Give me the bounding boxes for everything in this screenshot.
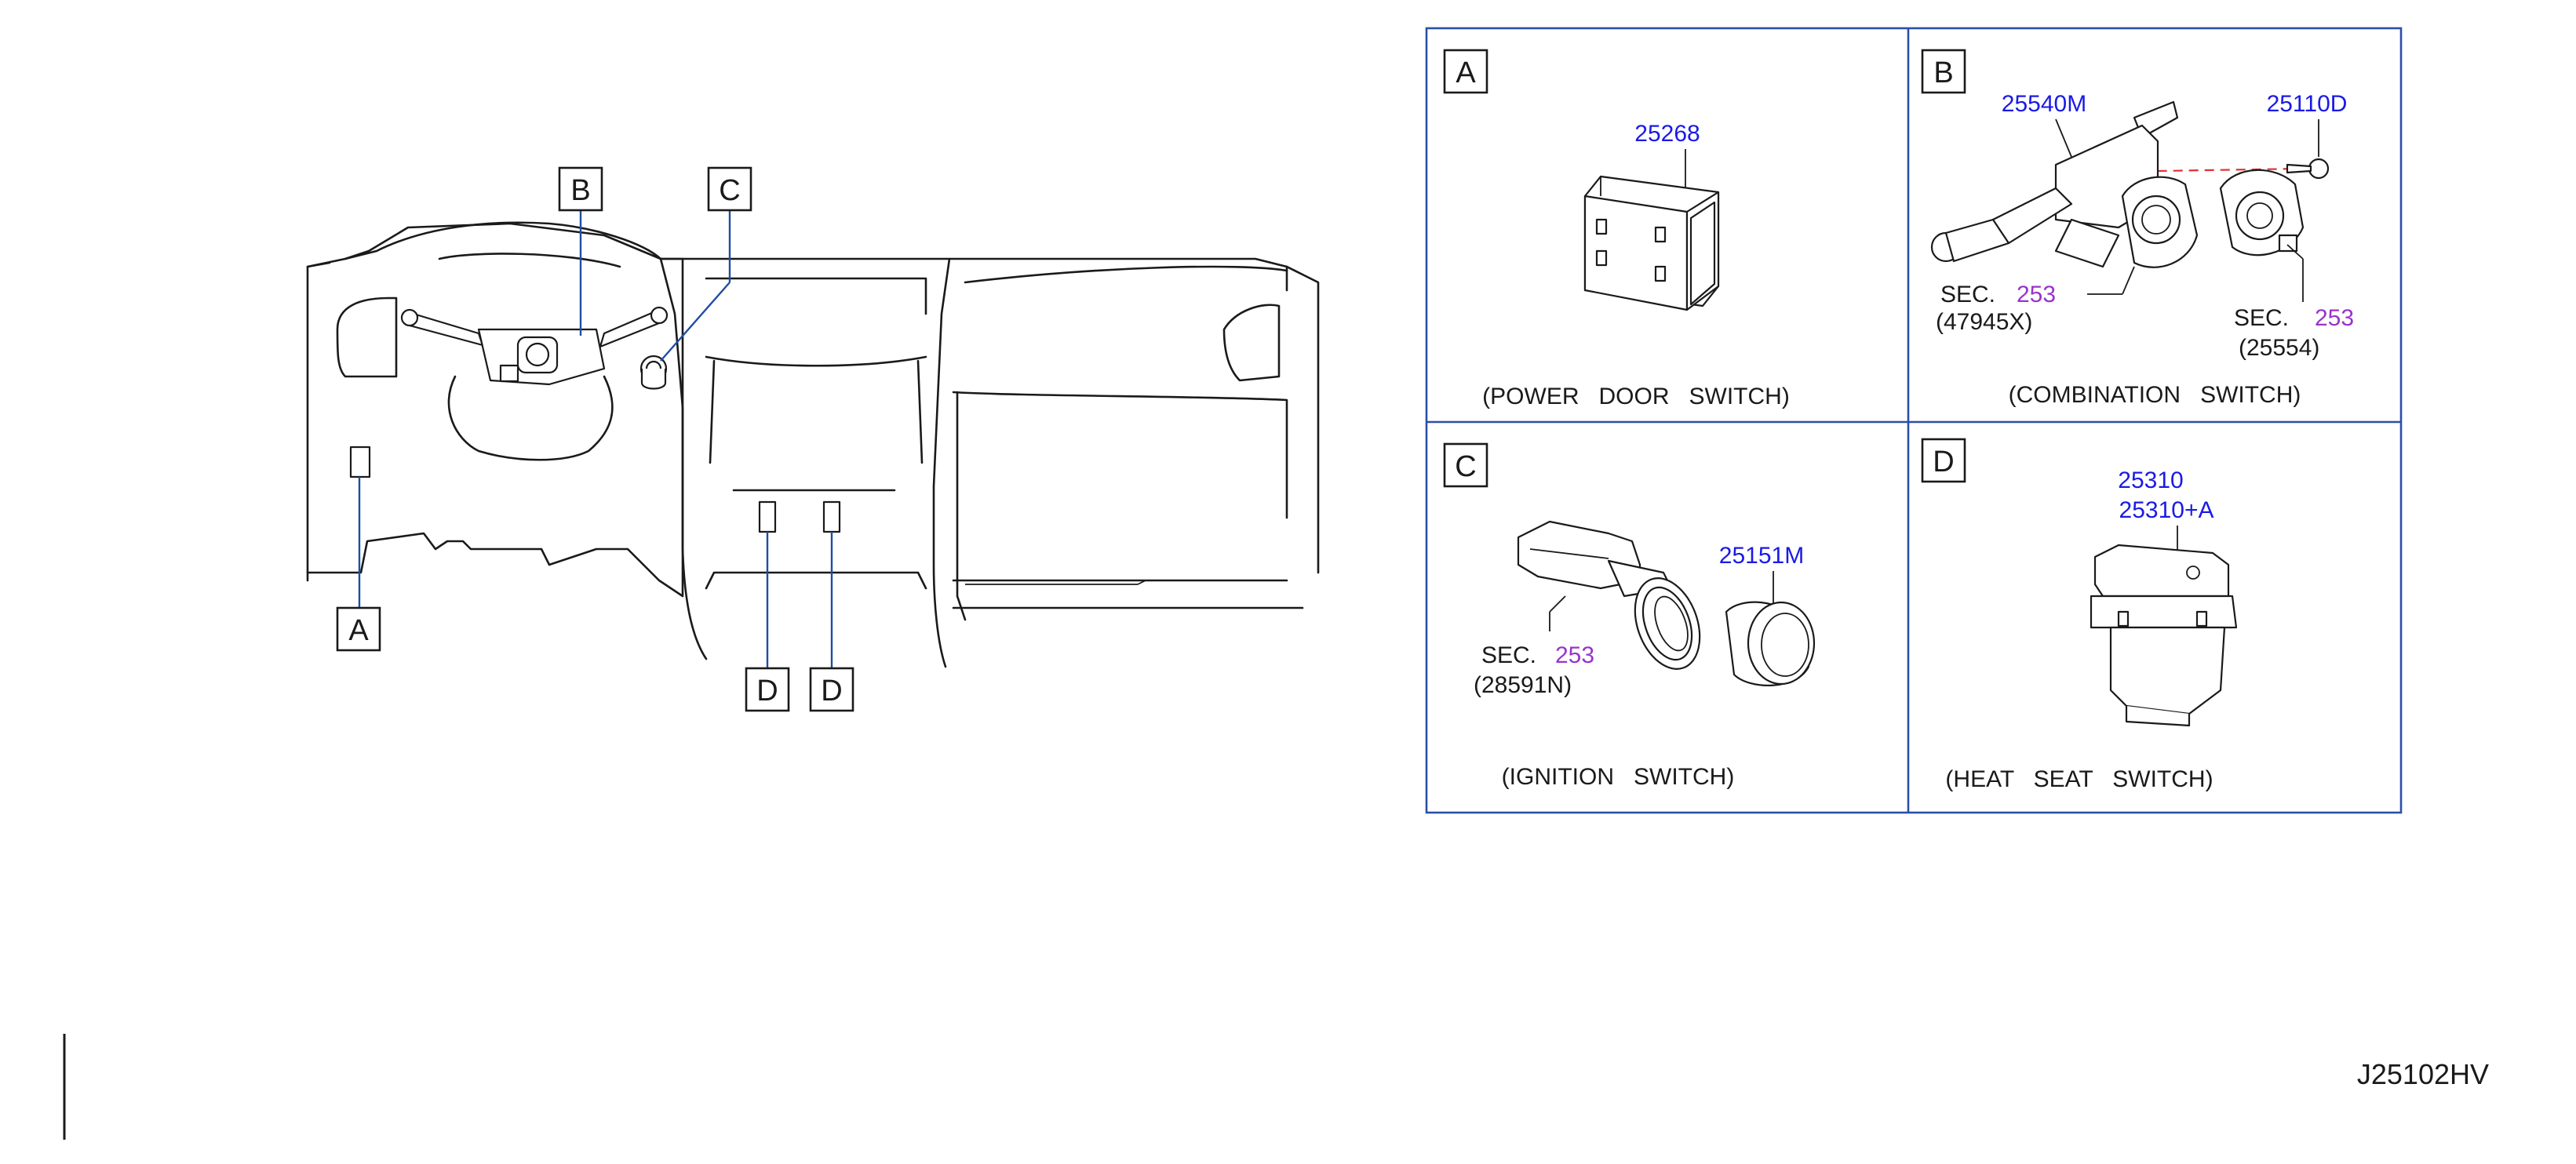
power-door-switch-overview bbox=[349, 446, 371, 478]
combination-switch-drawing bbox=[1930, 100, 2330, 268]
callout-d-right[interactable]: D bbox=[809, 667, 854, 712]
heat-seat-switches-overview bbox=[758, 500, 841, 533]
sec-left-number[interactable]: 253 bbox=[2017, 282, 2056, 307]
part-number-25151m[interactable]: 25151M bbox=[1719, 543, 1804, 569]
callout-b[interactable]: B bbox=[558, 166, 603, 212]
sec-right-ref: (25554) bbox=[2239, 335, 2319, 361]
detail-panel-grid bbox=[1425, 27, 2403, 814]
ignition-switch-drawing bbox=[1517, 520, 1816, 686]
svg-text:C: C bbox=[719, 174, 740, 207]
panel-a: A 25268 (POWER DOOR SWITCH) bbox=[1443, 49, 1790, 409]
callout-a[interactable]: A bbox=[336, 606, 381, 652]
part-number-25110d[interactable]: 25110D bbox=[2267, 91, 2348, 117]
part-number-25268[interactable]: 25268 bbox=[1634, 121, 1700, 147]
dashboard-overview: A B C D D bbox=[306, 166, 1320, 712]
svg-text:A: A bbox=[348, 614, 369, 647]
panel-d-letter: D bbox=[1933, 446, 1954, 478]
sec-right-number[interactable]: 253 bbox=[2315, 305, 2354, 331]
svg-text:D: D bbox=[821, 675, 842, 707]
panel-a-letter-box bbox=[1443, 49, 1488, 94]
panel-c-letter-box bbox=[1443, 442, 1488, 488]
combination-switch-overview bbox=[400, 306, 669, 386]
sec-left-ref: (47945X) bbox=[1936, 309, 2032, 335]
power-door-switch-drawing bbox=[1583, 175, 1720, 311]
sec-c-number[interactable]: 253 bbox=[1555, 642, 1594, 668]
caption-heat-seat-switch: (HEAT SEAT SWITCH) bbox=[1945, 766, 2213, 792]
sec-left-prefix: SEC. bbox=[1940, 282, 1995, 307]
sec-right-prefix: SEC. bbox=[2234, 305, 2289, 331]
callout-d-left[interactable]: D bbox=[745, 667, 790, 712]
diagram-code: J25102HV bbox=[2357, 1058, 2489, 1090]
part-number-25310a[interactable]: 25310+A bbox=[2119, 497, 2214, 523]
panel-b-letter-box bbox=[1921, 49, 1966, 94]
panel-d: D 25310 25310+A (HEAT SEAT SWITCH) bbox=[1921, 438, 2238, 792]
panel-b-letter: B bbox=[1933, 56, 1953, 89]
panel-a-letter: A bbox=[1456, 56, 1476, 89]
panel-c: C 25151M SEC. 253 (28591N) (IGNITION SWI… bbox=[1443, 442, 1816, 790]
callout-c[interactable]: C bbox=[707, 166, 752, 212]
panel-d-letter-box bbox=[1921, 438, 1966, 483]
ignition-switch-overview bbox=[639, 355, 668, 390]
panel-c-letter: C bbox=[1455, 450, 1476, 483]
caption-ignition-switch: (IGNITION SWITCH) bbox=[1502, 764, 1735, 790]
panel-b: B 25540M 25110D bbox=[1921, 49, 2354, 408]
sec-c-prefix: SEC. bbox=[1481, 642, 1536, 668]
svg-text:B: B bbox=[570, 174, 590, 207]
sec-c-ref: (28591N) bbox=[1474, 672, 1572, 698]
part-number-25310[interactable]: 25310 bbox=[2118, 467, 2183, 493]
svg-text:D: D bbox=[756, 675, 778, 707]
part-number-25540m[interactable]: 25540M bbox=[2002, 91, 2086, 117]
heat-seat-switch-drawing bbox=[2090, 544, 2238, 727]
caption-power-door-switch: (POWER DOOR SWITCH) bbox=[1482, 384, 1790, 409]
caption-combination-switch: (COMBINATION SWITCH) bbox=[2009, 382, 2301, 408]
